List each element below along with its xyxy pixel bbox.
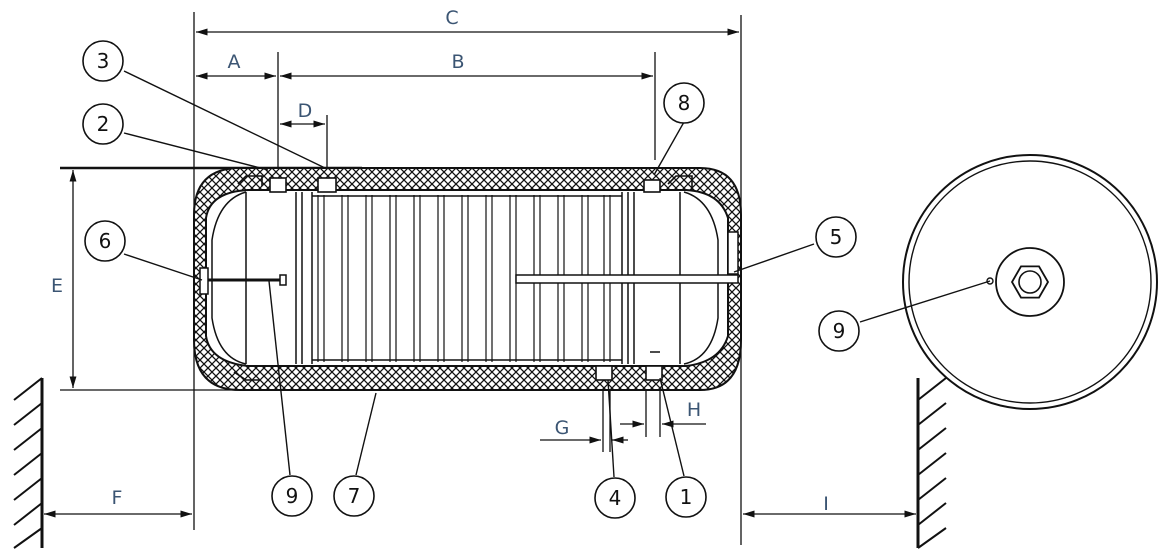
callout-8-number: 8	[678, 91, 691, 115]
callout-2-number: 2	[97, 112, 110, 136]
dim-label-e: E	[51, 275, 63, 297]
dim-label-i: I	[823, 493, 829, 515]
callout-6-number: 6	[99, 229, 112, 253]
anode-rod	[515, 231, 739, 284]
callout-1: 1	[665, 476, 707, 518]
dim-label-b: B	[451, 51, 464, 73]
callout-5-number: 5	[830, 225, 843, 249]
sensor-pocket	[199, 267, 287, 295]
callout-7-number: 7	[348, 484, 361, 508]
callout-9-end-view-number: 9	[833, 319, 846, 343]
callout-9-number: 9	[286, 484, 299, 508]
callout-6: 6	[84, 220, 126, 262]
bottom-connections	[233, 365, 663, 381]
callout-7: 7	[333, 475, 375, 517]
callout-4: 4	[594, 477, 636, 519]
dimension-labels: C A B D E F G H I	[51, 7, 829, 515]
tank-end-view	[902, 154, 1158, 410]
dim-label-c: C	[445, 7, 458, 29]
left-wall	[13, 377, 44, 549]
leader-lines	[123, 70, 991, 478]
callout-9-end-view: 9	[818, 310, 860, 352]
callout-1-number: 1	[680, 485, 693, 509]
tank-side-view	[193, 167, 742, 391]
dim-label-a: A	[228, 51, 241, 73]
dim-label-h: H	[687, 399, 701, 421]
dimension-lines	[44, 28, 916, 518]
callout-3-number: 3	[97, 49, 110, 73]
right-wall	[916, 377, 947, 549]
dim-label-d: D	[298, 100, 313, 122]
callout-4-number: 4	[609, 486, 622, 510]
top-connections	[237, 175, 693, 193]
dim-label-g: G	[555, 417, 570, 439]
callout-9: 9	[271, 475, 313, 517]
dim-label-f: F	[112, 487, 123, 509]
callout-8: 8	[663, 82, 705, 124]
callout-2: 2	[82, 103, 124, 145]
callout-5: 5	[815, 216, 857, 258]
callout-3: 3	[82, 40, 124, 82]
inner-vessel	[205, 189, 729, 367]
